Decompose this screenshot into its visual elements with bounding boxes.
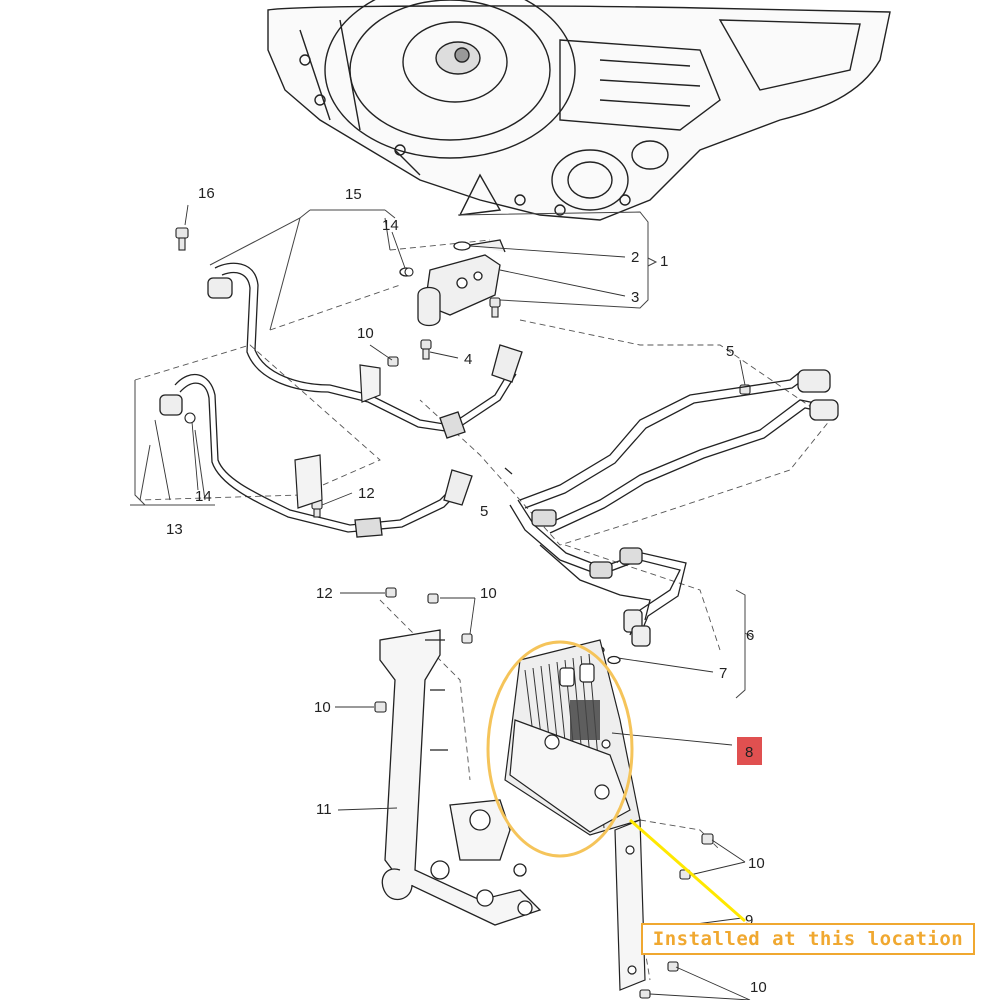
callout-4: 4 — [464, 351, 472, 368]
transmission-housing — [267, 0, 891, 221]
highlight-ellipse — [486, 640, 634, 858]
callout-7: 7 — [719, 665, 727, 682]
oil-cooler — [504, 639, 641, 836]
pipe-bracket-upper — [294, 364, 381, 509]
callout-5-mid: 5 — [480, 503, 488, 520]
bolts — [175, 227, 751, 999]
callout-15: 15 — [345, 186, 362, 203]
mounting-frame — [379, 629, 542, 926]
valve-block — [399, 239, 506, 327]
install-location-label: Installed at this location — [641, 923, 975, 955]
callout-1: 1 — [660, 253, 668, 270]
callout-10-right: 10 — [748, 855, 765, 872]
callout-5-top: 5 — [726, 343, 734, 360]
callout-2: 2 — [631, 249, 639, 266]
highlight-badge — [737, 737, 762, 765]
callout-13: 13 — [166, 521, 183, 538]
callout-10-left: 10 — [314, 699, 331, 716]
leader-lines — [154, 204, 751, 1000]
callout-10-upper: 10 — [357, 325, 374, 342]
callout-9: 9 — [745, 912, 753, 929]
callout-12-lower: 12 — [316, 585, 333, 602]
callout-12-mid: 12 — [358, 485, 375, 502]
callout-6: 6 — [746, 627, 754, 644]
callout-10-bottom: 10 — [750, 979, 767, 996]
callout-10-bracket: 10 — [480, 585, 497, 602]
callout-8: 8 — [745, 744, 753, 761]
yellow-pointer-line — [629, 818, 746, 923]
callout-16: 16 — [198, 185, 215, 202]
oil-lines-upper — [159, 262, 523, 538]
cooler-lines — [504, 369, 839, 665]
group-brackets — [130, 209, 753, 699]
callout-14-upper: 14 — [382, 217, 399, 234]
side-rail — [614, 819, 646, 991]
callout-11: 11 — [316, 801, 332, 818]
callout-14-lower: 14 — [195, 488, 212, 505]
callout-3: 3 — [631, 289, 639, 306]
